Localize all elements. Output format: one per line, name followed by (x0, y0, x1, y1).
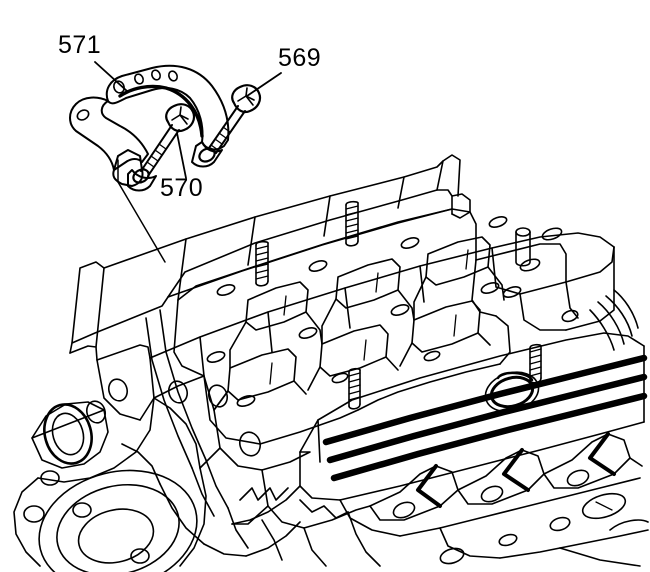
callout-label-571: 571 (58, 31, 101, 59)
bracket-hole-4 (168, 70, 178, 82)
lower-center-linkage (227, 487, 381, 567)
mounting-stud-3 (348, 367, 361, 410)
block-left-detail (85, 359, 371, 529)
callout-label-569: 569 (278, 44, 321, 72)
engine-block-lower (231, 457, 649, 567)
intake-port-slot-marks (269, 249, 469, 385)
engine-assembly (13, 154, 649, 572)
cylinder-head-deck (149, 232, 615, 399)
bracket-lug-hole-right (198, 147, 216, 163)
bracket-hole-3 (151, 69, 161, 81)
callout-leaders (94, 61, 282, 179)
leader-570 (176, 132, 187, 179)
deck-cylindrical-boss (515, 227, 531, 267)
coolant-inlet-housing (31, 401, 109, 469)
leader-569 (246, 72, 282, 97)
leader-571 (94, 61, 129, 93)
mounting-stud-2 (345, 200, 359, 247)
callout-label-570: 570 (160, 174, 203, 202)
timing-cover (13, 397, 207, 572)
bracket-hole-2 (134, 73, 144, 85)
assembly-leader-line (117, 159, 166, 263)
deck-bolt-hole-bosses (206, 216, 563, 407)
block-right-rear-edge (561, 281, 639, 351)
oil-fill-cap (484, 371, 540, 413)
bolt-upper-right (208, 84, 262, 154)
mounting-stud-1 (255, 240, 269, 287)
front-accessory-detail (121, 309, 301, 557)
exhaust-manifold-shield (369, 432, 631, 521)
bolt-lower-left (140, 103, 196, 177)
